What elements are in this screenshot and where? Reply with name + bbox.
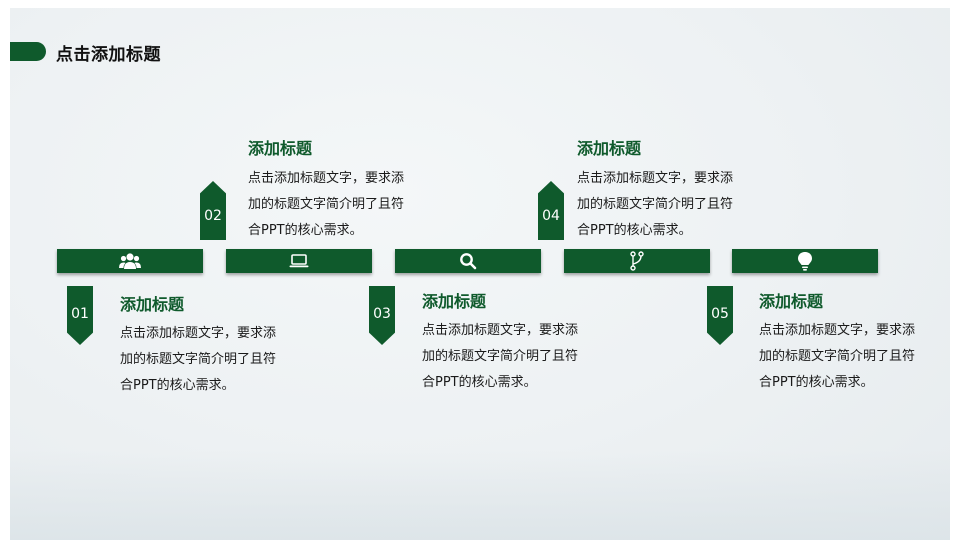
timeline-segment-2: [226, 249, 372, 273]
timeline-segment-4: [564, 249, 710, 273]
item-text-03: 点击添加标题文字，要求添加的标题文字简介明了且符合PPT的核心需求。: [422, 323, 579, 390]
item-heading-02: 添加标题: [248, 139, 313, 158]
search-icon: [460, 253, 477, 270]
step-tag-01: 01: [67, 286, 93, 345]
item-text-04: 点击添加标题文字，要求添加的标题文字简介明了且符合PPT的核心需求。: [577, 171, 734, 238]
lightbulb-icon: [798, 252, 812, 271]
item-heading-04: 添加标题: [577, 139, 642, 158]
title-accent-bar: [10, 42, 46, 61]
item-text-01: 点击添加标题文字，要求添加的标题文字简介明了且符合PPT的核心需求。: [120, 326, 277, 393]
git-branch-icon: [630, 251, 644, 271]
item-heading-05: 添加标题: [759, 292, 824, 311]
item-heading-03: 添加标题: [422, 292, 487, 311]
step-tag-03: 03: [369, 286, 395, 345]
timeline-segment-5: [732, 249, 878, 273]
item-text-05: 点击添加标题文字，要求添加的标题文字简介明了且符合PPT的核心需求。: [759, 323, 916, 390]
step-tag-02: 02: [200, 181, 226, 240]
team-icon: [119, 253, 141, 269]
item-heading-01: 添加标题: [120, 295, 185, 314]
laptop-icon: [289, 254, 309, 268]
slide: 点击添加标题: [10, 8, 950, 540]
page-title: 点击添加标题: [56, 45, 161, 65]
item-text-02: 点击添加标题文字，要求添加的标题文字简介明了且符合PPT的核心需求。: [248, 171, 405, 238]
step-tag-04: 04: [538, 181, 564, 240]
step-tag-05: 05: [707, 286, 733, 345]
timeline-segment-1: [57, 249, 203, 273]
timeline-segment-3: [395, 249, 541, 273]
